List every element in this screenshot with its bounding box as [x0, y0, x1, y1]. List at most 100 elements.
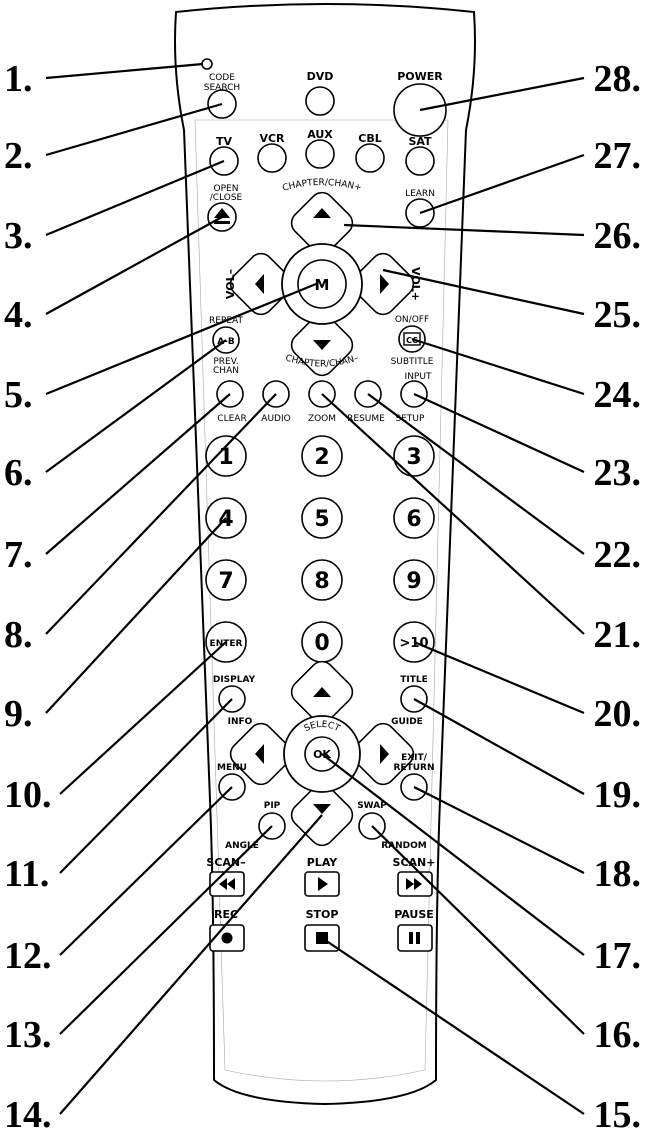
scan-minus-label: SCAN–: [206, 856, 245, 869]
learn-label: LEARN: [405, 189, 435, 199]
callout-left-9: 9.: [4, 693, 33, 735]
clear-label: CLEAR: [217, 414, 246, 424]
record-icon: [221, 932, 233, 944]
leader-line-right-9: [413, 640, 585, 715]
digit-6-label: 6: [406, 507, 421, 532]
left-arrow-icon: [255, 274, 264, 294]
cbl-button[interactable]: [355, 143, 385, 173]
input-label: INPUT: [405, 372, 432, 382]
leader-line-left-14: [59, 814, 323, 1115]
right-arrow-icon: [380, 274, 389, 294]
digit-3-button[interactable]: [393, 435, 435, 477]
callout-right-12: 17.: [594, 935, 642, 977]
callout-left-11: 11.: [4, 853, 49, 895]
leader-line-left-1: [45, 62, 204, 80]
leader-line-left-4: [45, 216, 223, 315]
left-callout-numbers: 1.2.3.4.5.6.7.8.9.10.11.12.13.14.: [4, 58, 52, 1136]
callout-left-10: 10.: [4, 774, 52, 816]
select-left-arrow-icon: [255, 744, 264, 764]
callout-right-3: 26.: [594, 215, 642, 257]
play-label: PLAY: [307, 856, 339, 869]
digit-6-button[interactable]: [393, 497, 435, 539]
leader-line-left-13: [59, 825, 273, 1035]
dvd-label: DVD: [307, 70, 334, 83]
leader-line-left-11: [59, 698, 233, 874]
callout-left-12: 12.: [4, 935, 52, 977]
swap-label: SWAP: [357, 801, 387, 811]
leader-line-left-8: [45, 393, 277, 635]
callout-left-7: 7.: [4, 534, 33, 576]
on-off-label: ON/OFF: [395, 315, 429, 325]
digit-2-label: 2: [314, 445, 329, 470]
code-search-label-2: SEARCH: [204, 83, 240, 93]
audio-label: AUDIO: [261, 414, 290, 424]
sat-button[interactable]: [405, 146, 435, 176]
digit-1-button[interactable]: [205, 435, 247, 477]
vcr-label: VCR: [259, 132, 285, 145]
leader-line-left-10: [59, 641, 227, 795]
menu-m-label: M: [315, 276, 330, 294]
callout-left-3: 3.: [4, 215, 33, 257]
callout-right-8: 21.: [594, 614, 642, 656]
callout-right-10: 19.: [594, 774, 642, 816]
digit-8-label: 8: [314, 569, 329, 594]
aux-label: AUX: [307, 128, 333, 141]
callout-right-11: 18.: [594, 853, 642, 895]
chapter-chan-up-button[interactable]: [287, 188, 358, 259]
leader-line-right-14: [321, 937, 585, 1115]
cc-icon-box: [403, 332, 421, 346]
sat-label: SAT: [408, 135, 432, 148]
random-label: RANDOM: [381, 841, 427, 851]
vcr-button[interactable]: [257, 143, 287, 173]
menu-m-button[interactable]: [297, 259, 347, 309]
resume-label: RESUME: [347, 414, 385, 424]
exit-label-2: RETURN: [394, 763, 435, 773]
callout-left-5: 5.: [4, 374, 33, 416]
tv-label: TV: [216, 135, 233, 148]
gt10-label: >10: [400, 636, 429, 651]
down-arrow-icon: [313, 340, 331, 350]
callout-right-2: 27.: [594, 135, 642, 177]
cc-label: CC: [406, 336, 418, 345]
digit-2-button[interactable]: [301, 435, 343, 477]
pip-label: PIP: [264, 801, 281, 811]
digit-8-button[interactable]: [301, 559, 343, 601]
leader-line-left-7: [45, 393, 231, 555]
play-icon: [318, 877, 328, 891]
leader-line-right-11: [413, 786, 585, 874]
rewind-icon: [219, 878, 235, 890]
leader-line-left-9: [45, 517, 227, 714]
leader-line-right-3: [343, 223, 585, 237]
code-search-label-1: CODE: [209, 73, 235, 83]
info-label: INFO: [228, 717, 253, 727]
leader-line-right-7: [367, 393, 585, 555]
pause-button[interactable]: [397, 924, 433, 952]
digit-7-button[interactable]: [205, 559, 247, 601]
vol-minus-label: VOL–: [224, 269, 237, 299]
title-label: TITLE: [400, 675, 428, 685]
leader-line-right-12: [321, 753, 585, 956]
up-arrow-icon: [313, 208, 331, 218]
display-label: DISPLAY: [213, 675, 256, 685]
digit-9-button[interactable]: [393, 559, 435, 601]
leader-lines: [45, 62, 585, 1115]
dvd-button[interactable]: [305, 86, 335, 116]
prev-chan-label-2: CHAN: [213, 366, 239, 376]
callout-right-5: 24.: [594, 374, 642, 416]
fast-forward-icon: [406, 878, 422, 890]
remote-inner-outline: [194, 119, 449, 1082]
ab-label: A-B: [217, 337, 235, 347]
setup-label: SETUP: [396, 414, 425, 424]
leader-line-right-6: [413, 393, 585, 473]
leader-line-right-2: [419, 153, 585, 215]
callout-left-1: 1.: [4, 58, 33, 100]
callout-left-13: 13.: [4, 1014, 52, 1056]
digit-5-button[interactable]: [301, 497, 343, 539]
guide-label: GUIDE: [391, 717, 423, 727]
callout-right-1: 28.: [594, 58, 642, 100]
leader-line-right-5: [411, 337, 585, 396]
aux-button[interactable]: [305, 139, 335, 169]
callout-left-6: 6.: [4, 452, 33, 494]
exit-label-1: EXIT/: [401, 753, 428, 763]
